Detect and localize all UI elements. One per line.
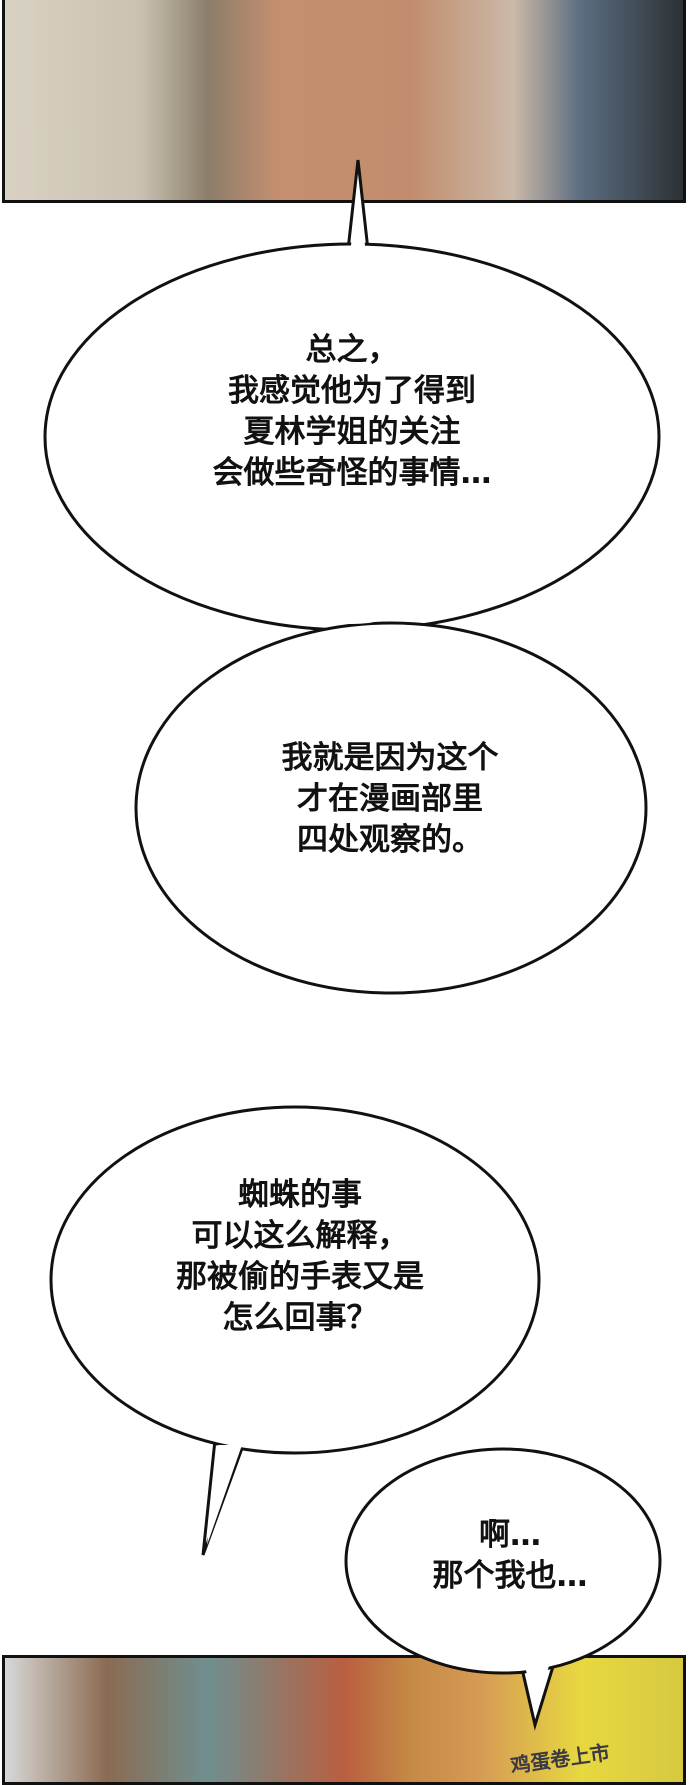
top-comic-panel: [2, 0, 686, 203]
text-line: 蜘蛛的事: [238, 1177, 362, 1213]
bubble-1-text: 总之， 我感觉他为了得到 夏林学姐的关注 会做些奇怪的事情…: [152, 330, 552, 494]
text-line: 总之，: [305, 332, 399, 368]
bubble-3: [49, 1105, 541, 1455]
bubble-4: [344, 1447, 662, 1675]
bubble-4-text: 啊… 那个我也…: [380, 1515, 640, 1597]
text-line: 夏林学姐的关注: [243, 414, 461, 450]
text-line: 会做些奇怪的事情…: [212, 455, 492, 491]
text-line: 怎么回事？: [222, 1300, 378, 1336]
text-line: 才在漫画部里: [297, 781, 483, 817]
bubble-3-text: 蜘蛛的事 可以这么解释， 那被偷的手表又是 怎么回事？: [110, 1175, 490, 1339]
bottom-comic-panel: 鸡蛋卷上市: [2, 1655, 686, 1785]
text-line: 啊…: [479, 1517, 541, 1553]
text-line: 可以这么解释，: [191, 1218, 409, 1254]
text-line: 四处观察的。: [297, 822, 483, 858]
text-line: 我感觉他为了得到: [228, 373, 476, 409]
text-line: 我就是因为这个: [281, 740, 499, 776]
bubble-2: [134, 621, 648, 995]
text-line: 那被偷的手表又是: [176, 1259, 424, 1295]
bubble-2-text: 我就是因为这个 才在漫画部里 四处观察的。: [230, 738, 550, 861]
text-line: 那个我也…: [432, 1558, 588, 1594]
